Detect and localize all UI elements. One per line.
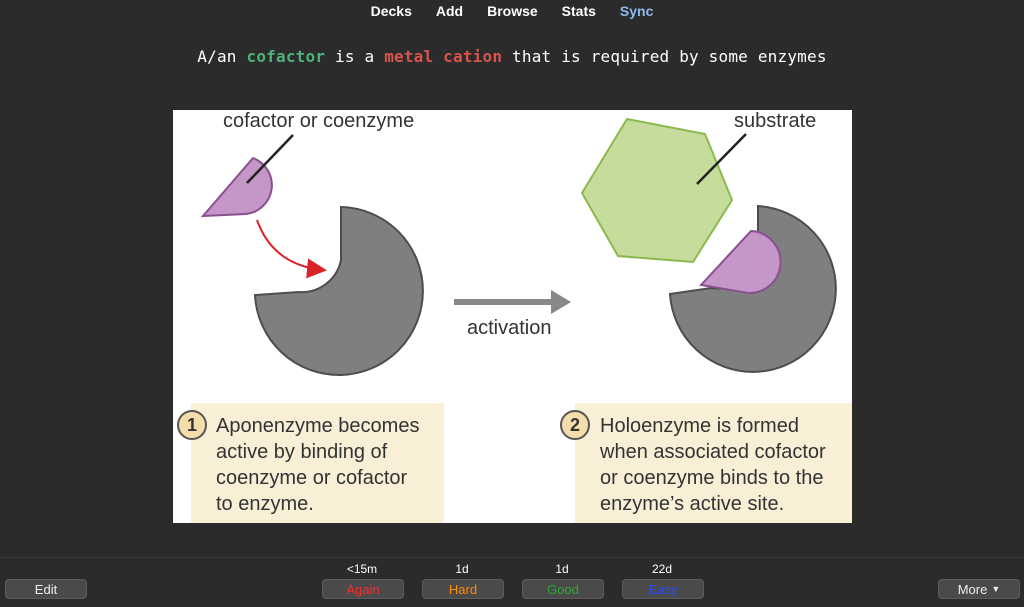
question-suffix: that is required by some enzymes: [512, 47, 827, 66]
nav-decks[interactable]: Decks: [370, 3, 412, 19]
step1-badge: 1: [177, 410, 207, 440]
question-middle: is a: [335, 47, 375, 66]
card-question: A/an cofactor is a metal cation that is …: [0, 47, 1024, 66]
top-menu-bar: Decks Add Browse Stats Sync: [0, 0, 1024, 22]
cofactor-pointer-line: [246, 134, 294, 184]
easy-button[interactable]: Easy: [622, 579, 704, 599]
substrate-pointer-line: [696, 133, 747, 185]
binding-arrow: [256, 219, 327, 279]
hard-interval: 1d: [455, 562, 469, 576]
good-button[interactable]: Good: [522, 579, 604, 599]
diagram-graphics: [200, 117, 837, 376]
question-prefix: A/an: [197, 47, 237, 66]
step1-caption-box: [191, 403, 444, 523]
cloze-term-cofactor: cofactor: [246, 47, 326, 66]
nav-browse[interactable]: Browse: [487, 3, 538, 19]
caret-down-icon: ▼: [991, 584, 1001, 594]
nav-stats[interactable]: Stats: [561, 3, 596, 19]
edit-button[interactable]: Edit: [5, 579, 87, 599]
answer-bar: Edit <15m Again 1d Hard 1d Good 22d Easy…: [0, 557, 1024, 607]
label-cofactor-or-coenzyme: cofactor or coenzyme: [223, 110, 415, 132]
again-interval: <15m: [346, 562, 378, 576]
good-interval: 1d: [555, 562, 569, 576]
easy-interval: 22d: [651, 562, 673, 576]
activation-arrow-head: [551, 290, 571, 314]
label-substrate: substrate: [734, 110, 817, 132]
cloze-term-metal-cation: metal cation: [384, 47, 503, 66]
hard-button[interactable]: Hard: [422, 579, 504, 599]
bound-cofactor-shape: [699, 229, 782, 295]
step2-badge: 2: [560, 410, 590, 440]
label-activation: activation: [467, 317, 552, 339]
again-button[interactable]: Again: [322, 579, 404, 599]
step2-caption-text: Holoenzyme is formed when associated cof…: [600, 415, 826, 515]
step1-caption-text: Aponenzyme becomes active by binding of …: [216, 415, 420, 515]
enzyme-activation-diagram: cofactor or coenzyme substrate activatio…: [173, 110, 852, 523]
apoenzyme-shape: [253, 205, 424, 376]
nav-add[interactable]: Add: [435, 3, 464, 19]
cofactor-shape: [200, 156, 273, 218]
nav-sync[interactable]: Sync: [619, 3, 654, 19]
more-button[interactable]: More ▼: [938, 579, 1020, 599]
more-button-label: More: [957, 581, 988, 597]
substrate-shape: [580, 117, 734, 264]
step2-caption-box: [575, 403, 852, 523]
